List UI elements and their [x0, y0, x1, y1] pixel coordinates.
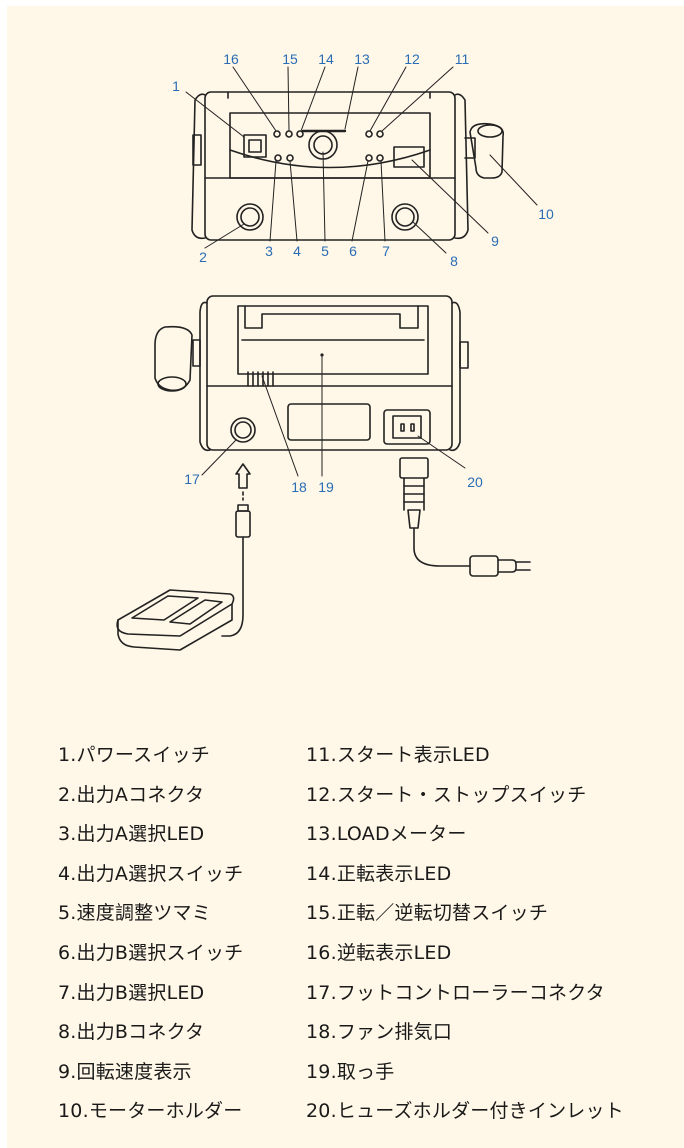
legend-item: 20.ヒューズホルダー付きインレット [306, 1100, 624, 1123]
legend-item: 16.逆転表示LED [306, 941, 452, 964]
callout-6: 6 [349, 243, 357, 259]
legend-item: 18.ファン排気口 [306, 1021, 453, 1044]
front-unit-drawing [191, 91, 505, 241]
legend-item: 11.スタート表示LED [306, 744, 490, 766]
legend-column-right: 11.スタート表示LED 12.スタート・ストップスイッチ 13.LOADメータ… [306, 740, 624, 1136]
device-diagram: 1 2 3 4 5 6 7 8 9 10 11 12 13 14 15 16 1… [116, 51, 554, 651]
front-callout-leaders [185, 66, 538, 254]
callout-2: 2 [199, 249, 207, 265]
legend-item: 3.出力A選択LED [58, 823, 205, 846]
callout-3: 3 [265, 243, 273, 259]
callout-14: 14 [318, 51, 334, 67]
callout-15: 15 [282, 51, 298, 67]
callout-5: 5 [321, 243, 329, 259]
callout-11: 11 [455, 51, 470, 67]
legend-item: 2.出力Aコネクタ [58, 783, 205, 806]
legend-item: 13.LOADメーター [306, 823, 467, 846]
legend-item: 15.正転／逆転切替スイッチ [306, 902, 549, 925]
callout-8: 8 [450, 253, 458, 269]
legend-item: 7.出力B選択LED [58, 981, 205, 1004]
legend-column-left: 1.パワースイッチ 2.出力Aコネクタ 3.出力A選択LED 4.出力A選択スイ… [58, 740, 243, 1136]
handle-marker [320, 353, 324, 357]
callout-4: 4 [293, 243, 301, 259]
legend-item: 10.モーターホルダー [58, 1100, 243, 1123]
legend-item: 5.速度調整ツマミ [58, 902, 211, 925]
callout-12: 12 [404, 51, 420, 67]
callout-13: 13 [354, 51, 370, 67]
legend-item: 4.出力A選択スイッチ [58, 862, 244, 885]
legend-item: 8.出力Bコネクタ [58, 1021, 205, 1044]
callout-19: 19 [318, 479, 334, 495]
rear-callout-leaders [201, 356, 466, 477]
rear-unit-drawing [116, 295, 531, 651]
callout-18: 18 [291, 479, 307, 495]
legend-item: 14.正転表示LED [306, 862, 452, 885]
figure-panel [7, 6, 684, 1148]
callout-20: 20 [467, 474, 483, 490]
callout-1: 1 [172, 78, 180, 94]
legend-item: 19.取っ手 [306, 1060, 395, 1083]
callout-16: 16 [223, 51, 239, 67]
callout-10: 10 [538, 206, 554, 222]
callout-17: 17 [184, 471, 200, 487]
legend-item: 6.出力B選択スイッチ [58, 941, 244, 964]
legend-item: 12.スタート・ストップスイッチ [306, 783, 587, 806]
callout-9: 9 [491, 233, 499, 249]
legend-item: 17.フットコントローラーコネクタ [306, 981, 605, 1004]
callout-7: 7 [382, 243, 390, 259]
legend-item: 9.回転速度表示 [58, 1060, 192, 1083]
callout-numbers: 1 2 3 4 5 6 7 8 9 10 11 12 13 14 15 16 1… [172, 51, 554, 495]
legend-item: 1.パワースイッチ [58, 744, 210, 766]
